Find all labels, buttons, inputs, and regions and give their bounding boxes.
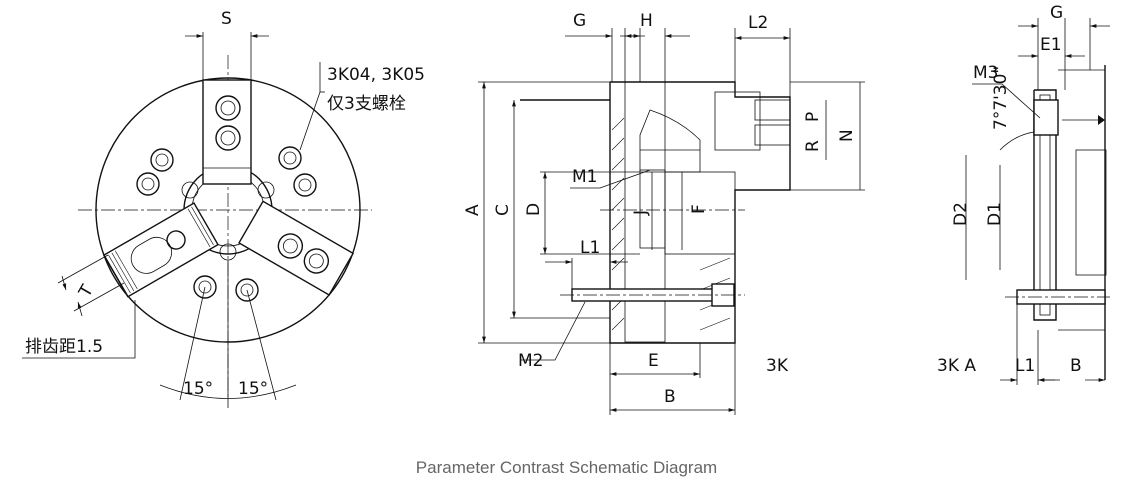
note-pitch: 排齿距1.5 [25,337,103,357]
right-view: G E1 M3 7°7'30" D2 D1 3K A L1 B [937,3,1110,385]
dim-a-label: A [463,204,483,216]
dim-t-label: T [75,281,98,301]
dim-b-label: B [664,387,676,407]
body-bolt-holes [136,146,317,302]
dim-r-label: R [803,140,823,152]
diagram-caption: Parameter Contrast Schematic Diagram [415,458,718,477]
angle-left-label: 15° [183,379,213,399]
dim-e-label: E [648,351,659,371]
dim-s-label: S [221,9,232,29]
right-dim-l1-label: L1 [1015,356,1035,376]
right-dim-d1-label: D1 [985,202,1005,226]
dim-f-label: F [689,204,709,214]
right-dim-b-label: B [1070,356,1082,376]
left-jaw [102,202,219,298]
model-label-3k: 3K [766,356,789,376]
dim-l2-label: L2 [748,13,768,33]
front-view: S 3K04, 3K05 仅3支螺栓 T 排齿距1.5 15° 15° [22,9,425,408]
right-dim-d2-label: D2 [951,202,971,226]
right-jaw [238,200,355,296]
dim-c-label: C [493,204,513,216]
dim-p-label: P [803,112,823,122]
right-dim-g-label: G [1050,3,1063,23]
dim-m1-label: M1 [572,167,597,187]
top-jaw [202,79,252,185]
technical-drawing: S 3K04, 3K05 仅3支螺栓 T 排齿距1.5 15° 15° [22,3,1110,415]
note-models: 3K04, 3K05 [327,65,425,85]
angle-right-label: 15° [238,379,268,399]
right-angle-label: 7°7'30" [991,66,1011,130]
right-model-label: 3K A [937,356,976,376]
side-view: G H L2 A C D J F P R N M1 [463,11,865,415]
right-dim-e1-label: E1 [1040,35,1062,55]
dim-j-label: J [631,210,651,216]
dim-n-label: N [837,129,857,142]
dim-d-label: D [524,203,544,216]
right-dim-m3-label: M3 [973,63,998,83]
dim-h-label: H [640,11,653,31]
dim-m2-label: M2 [518,351,543,371]
dim-g-label: G [573,11,586,31]
note-bolts: 仅3支螺栓 [327,94,406,114]
dim-l1-label: L1 [580,238,600,258]
